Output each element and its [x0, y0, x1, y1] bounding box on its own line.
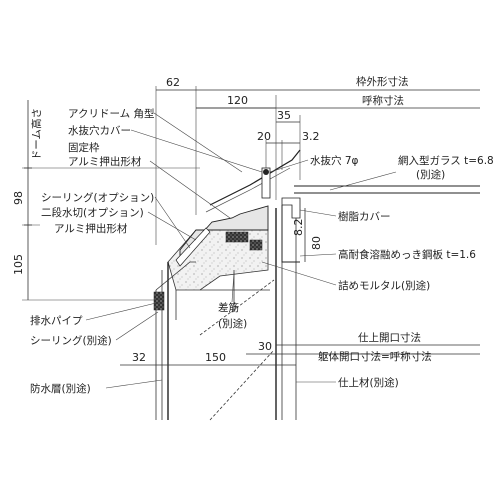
- label-rebar-note: (別途): [218, 317, 247, 330]
- dim-3-2: 3.2: [302, 130, 320, 143]
- label-steel-plate: 高耐食溶融めっき鋼板 t=1.6: [338, 248, 476, 261]
- label-alum-extrusion-2: アルミ押出形材: [54, 222, 128, 235]
- dim-120: 120: [227, 94, 248, 107]
- label-resin-cover: 樹脂カバー: [338, 210, 391, 223]
- top-dimensions: 62 120 35 20 3.2 枠外形寸法 呼称寸法: [155, 75, 480, 245]
- left-dimensions: ドーム高さ 98 105: [12, 100, 200, 301]
- dim-35: 35: [277, 109, 291, 122]
- sealing-blob: [153, 291, 165, 311]
- dim-8-2: 8.2: [292, 219, 305, 237]
- right-small-dims: 8.2 80: [292, 208, 323, 262]
- dim-98: 98: [12, 191, 25, 205]
- dim-62: 62: [166, 76, 180, 89]
- label-sealing-option: シーリング(オプション): [41, 191, 154, 204]
- nominal-label: 呼称寸法: [362, 94, 404, 107]
- dim-30: 30: [258, 340, 272, 353]
- label-alum-extrusion-1: アルミ押出形材: [68, 155, 142, 168]
- dim-105: 105: [12, 254, 25, 275]
- finish-opening-label: 仕上開口寸法: [358, 331, 421, 344]
- label-wired-glass: 網入型ガラス t=6.8: [398, 154, 494, 167]
- label-rebar: 差筋: [218, 301, 239, 314]
- label-finish-material: 仕上材(別途): [338, 376, 399, 389]
- label-mortar: 詰めモルタル(別途): [338, 279, 430, 292]
- dim-20: 20: [257, 130, 271, 143]
- dome-frame-assembly: [175, 149, 480, 267]
- left-labels: アクリドーム 角型 水抜穴カバー 固定枠 アルミ押出形材 シーリング(オプション…: [30, 107, 263, 395]
- label-drain-pipe: 排水パイプ: [30, 314, 83, 327]
- right-labels: 水抜穴 7φ 網入型ガラス t=6.8 (別途) 樹脂カバー 高耐食溶融めっき鋼…: [218, 154, 494, 389]
- dim-32: 32: [132, 351, 146, 364]
- body-opening-label: 躯体開口寸法=呼称寸法: [318, 350, 432, 363]
- label-acrydome: アクリドーム 角型: [68, 107, 155, 120]
- label-sealing-separate: シーリング(別途): [30, 334, 112, 347]
- label-wired-glass-note: (別途): [416, 168, 445, 181]
- frame-outer-label: 枠外形寸法: [356, 75, 409, 88]
- label-two-stage-drip: 二段水切(オプション): [41, 206, 144, 219]
- structure: [153, 208, 297, 421]
- label-waterproof-layer: 防水層(別途): [30, 382, 91, 395]
- dim-150: 150: [205, 351, 226, 364]
- bottom-dimensions: 30 32 150 仕上開口寸法 躯体開口寸法=呼称寸法: [120, 331, 480, 380]
- dome-height-label: ドーム高さ: [30, 108, 43, 160]
- dim-80: 80: [310, 236, 323, 250]
- label-fixed-frame: 固定枠: [68, 141, 100, 154]
- drain-hole-bolt: [263, 169, 269, 175]
- label-drain-cover: 水抜穴カバー: [68, 124, 131, 137]
- label-drain-hole: 水抜穴 7φ: [310, 154, 359, 167]
